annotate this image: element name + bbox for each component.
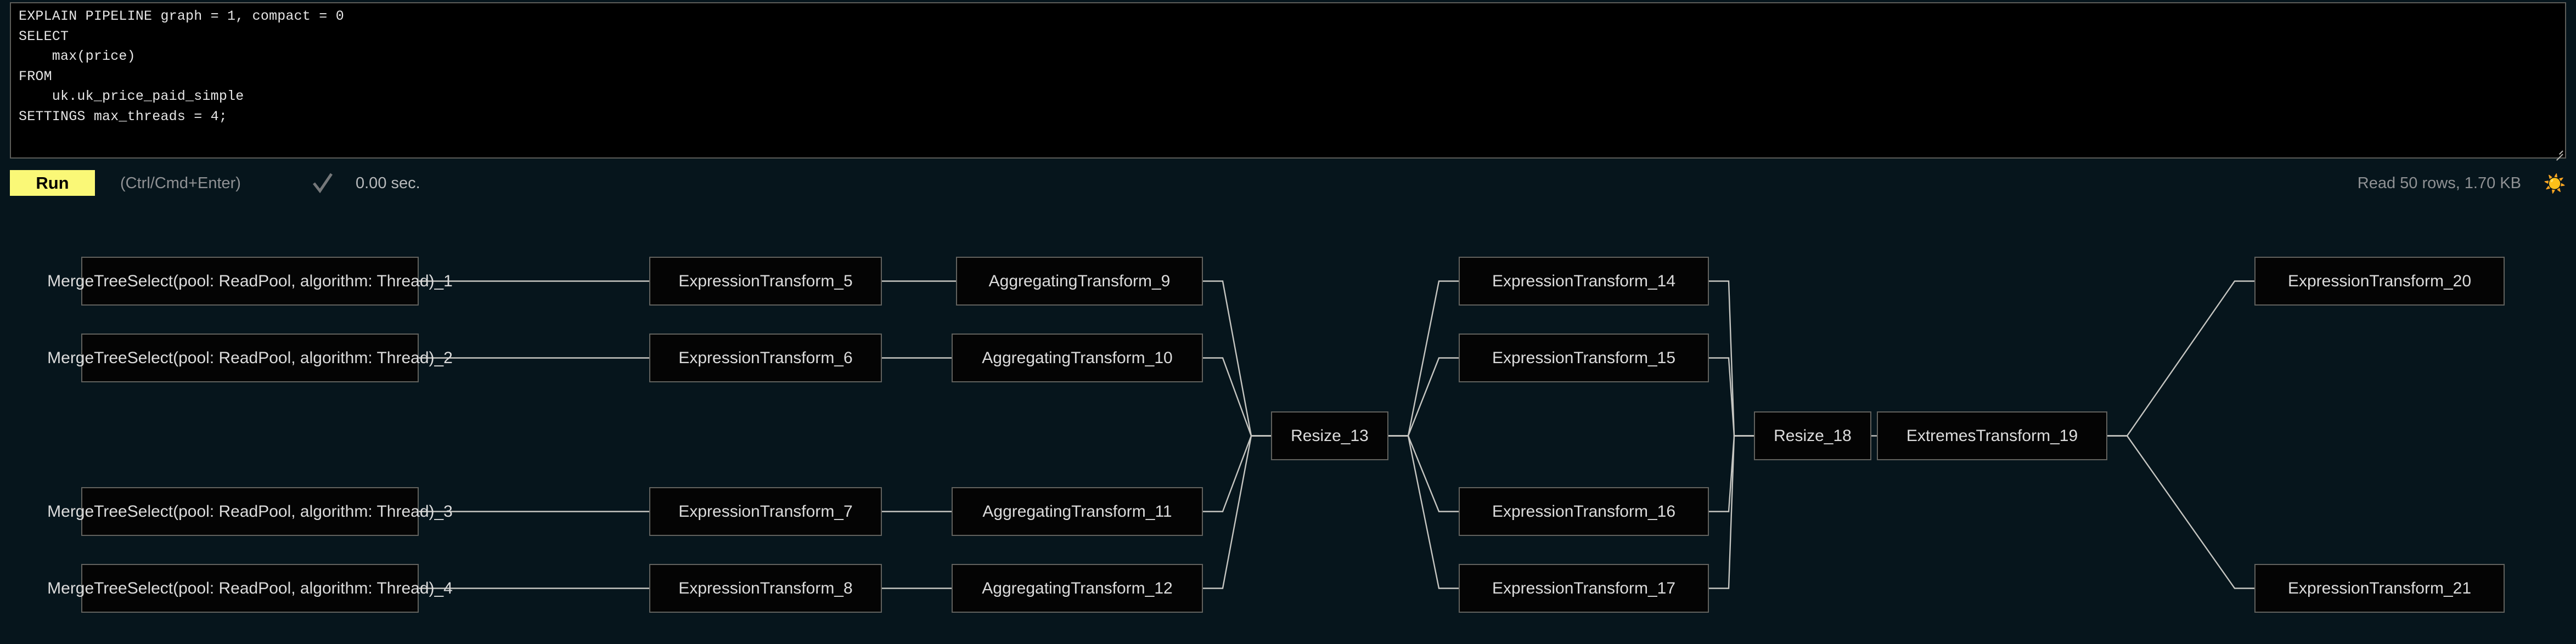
graph-edge xyxy=(2107,280,2254,437)
graph-node[interactable]: AggregatingTransform_9 xyxy=(956,257,1203,306)
graph-node[interactable]: ExpressionTransform_20 xyxy=(2254,257,2505,306)
graph-node[interactable]: ExpressionTransform_14 xyxy=(1459,257,1709,306)
graph-node[interactable]: MergeTreeSelect(pool: ReadPool, algorith… xyxy=(47,564,453,613)
graph-node-label: ExpressionTransform_15 xyxy=(1492,348,1676,367)
sql-input[interactable] xyxy=(10,2,2566,159)
run-button[interactable]: Run xyxy=(10,170,95,196)
graph-edge xyxy=(1388,435,1459,589)
graph-node-label: MergeTreeSelect(pool: ReadPool, algorith… xyxy=(47,348,453,367)
graph-node-label: MergeTreeSelect(pool: ReadPool, algorith… xyxy=(47,272,453,290)
graph-node[interactable]: ExpressionTransform_15 xyxy=(1459,334,1709,382)
graph-node-label: ExpressionTransform_20 xyxy=(2287,272,2472,290)
graph-node-label: ExpressionTransform_5 xyxy=(678,272,853,290)
graph-node-label: AggregatingTransform_12 xyxy=(982,579,1173,597)
graph-node[interactable]: AggregatingTransform_11 xyxy=(952,487,1203,536)
graph-node-label: ExpressionTransform_16 xyxy=(1492,502,1676,521)
graph-node[interactable]: ExpressionTransform_5 xyxy=(649,257,882,306)
graph-node[interactable]: ExpressionTransform_16 xyxy=(1459,487,1709,536)
graph-node-label: ExtremesTransform_19 xyxy=(1906,426,2078,445)
graph-node[interactable]: MergeTreeSelect(pool: ReadPool, algorith… xyxy=(47,257,453,306)
sql-editor-container xyxy=(10,2,2566,161)
graph-node[interactable]: MergeTreeSelect(pool: ReadPool, algorith… xyxy=(47,334,453,382)
graph-edge xyxy=(1203,435,1271,589)
graph-node-label: ExpressionTransform_7 xyxy=(678,502,853,521)
graph-node[interactable]: MergeTreeSelect(pool: ReadPool, algorith… xyxy=(47,487,453,536)
graph-node-label: AggregatingTransform_11 xyxy=(982,502,1172,521)
graph-node-label: AggregatingTransform_9 xyxy=(988,272,1171,290)
graph-edge xyxy=(1388,357,1459,437)
sun-icon[interactable]: ☀️ xyxy=(2543,173,2566,194)
graph-node-label: AggregatingTransform_10 xyxy=(982,348,1173,367)
graph-node[interactable]: ExpressionTransform_21 xyxy=(2254,564,2505,613)
graph-node-label: MergeTreeSelect(pool: ReadPool, algorith… xyxy=(47,502,453,521)
graph-node[interactable]: ExpressionTransform_17 xyxy=(1459,564,1709,613)
pipeline-graph: MergeTreeSelect(pool: ReadPool, algorith… xyxy=(0,203,2576,644)
graph-node-label: ExpressionTransform_8 xyxy=(678,579,853,597)
graph-node[interactable]: ExtremesTransform_19 xyxy=(1877,411,2107,460)
graph-node-label: ExpressionTransform_17 xyxy=(1492,579,1676,597)
graph-edge xyxy=(1388,435,1459,512)
run-shortcut-hint: (Ctrl/Cmd+Enter) xyxy=(120,174,241,192)
graph-node-label: ExpressionTransform_14 xyxy=(1492,272,1676,290)
query-toolbar: Run (Ctrl/Cmd+Enter) 0.00 sec. Read 50 r… xyxy=(0,165,2576,200)
elapsed-time: 0.00 sec. xyxy=(356,174,420,192)
graph-node[interactable]: ExpressionTransform_8 xyxy=(649,564,882,613)
graph-edge xyxy=(1709,435,1754,589)
graph-node[interactable]: AggregatingTransform_12 xyxy=(952,564,1203,613)
check-icon xyxy=(312,172,334,194)
graph-node[interactable]: ExpressionTransform_7 xyxy=(649,487,882,536)
graph-node-label: Resize_13 xyxy=(1291,426,1369,445)
graph-node-label: MergeTreeSelect(pool: ReadPool, algorith… xyxy=(47,579,453,597)
graph-node-label: ExpressionTransform_6 xyxy=(678,348,853,367)
graph-node[interactable]: Resize_13 xyxy=(1271,411,1388,460)
graph-node-label: Resize_18 xyxy=(1774,426,1852,445)
graph-node-label: ExpressionTransform_21 xyxy=(2287,579,2472,597)
read-stats: Read 50 rows, 1.70 KB xyxy=(2357,174,2521,192)
graph-edge xyxy=(1203,357,1271,437)
graph-node[interactable]: ExpressionTransform_6 xyxy=(649,334,882,382)
graph-edges xyxy=(419,280,2254,589)
graph-node[interactable]: Resize_18 xyxy=(1754,411,1871,460)
graph-node[interactable]: AggregatingTransform_10 xyxy=(952,334,1203,382)
graph-edge xyxy=(1203,435,1271,512)
graph-edge xyxy=(2107,435,2254,589)
